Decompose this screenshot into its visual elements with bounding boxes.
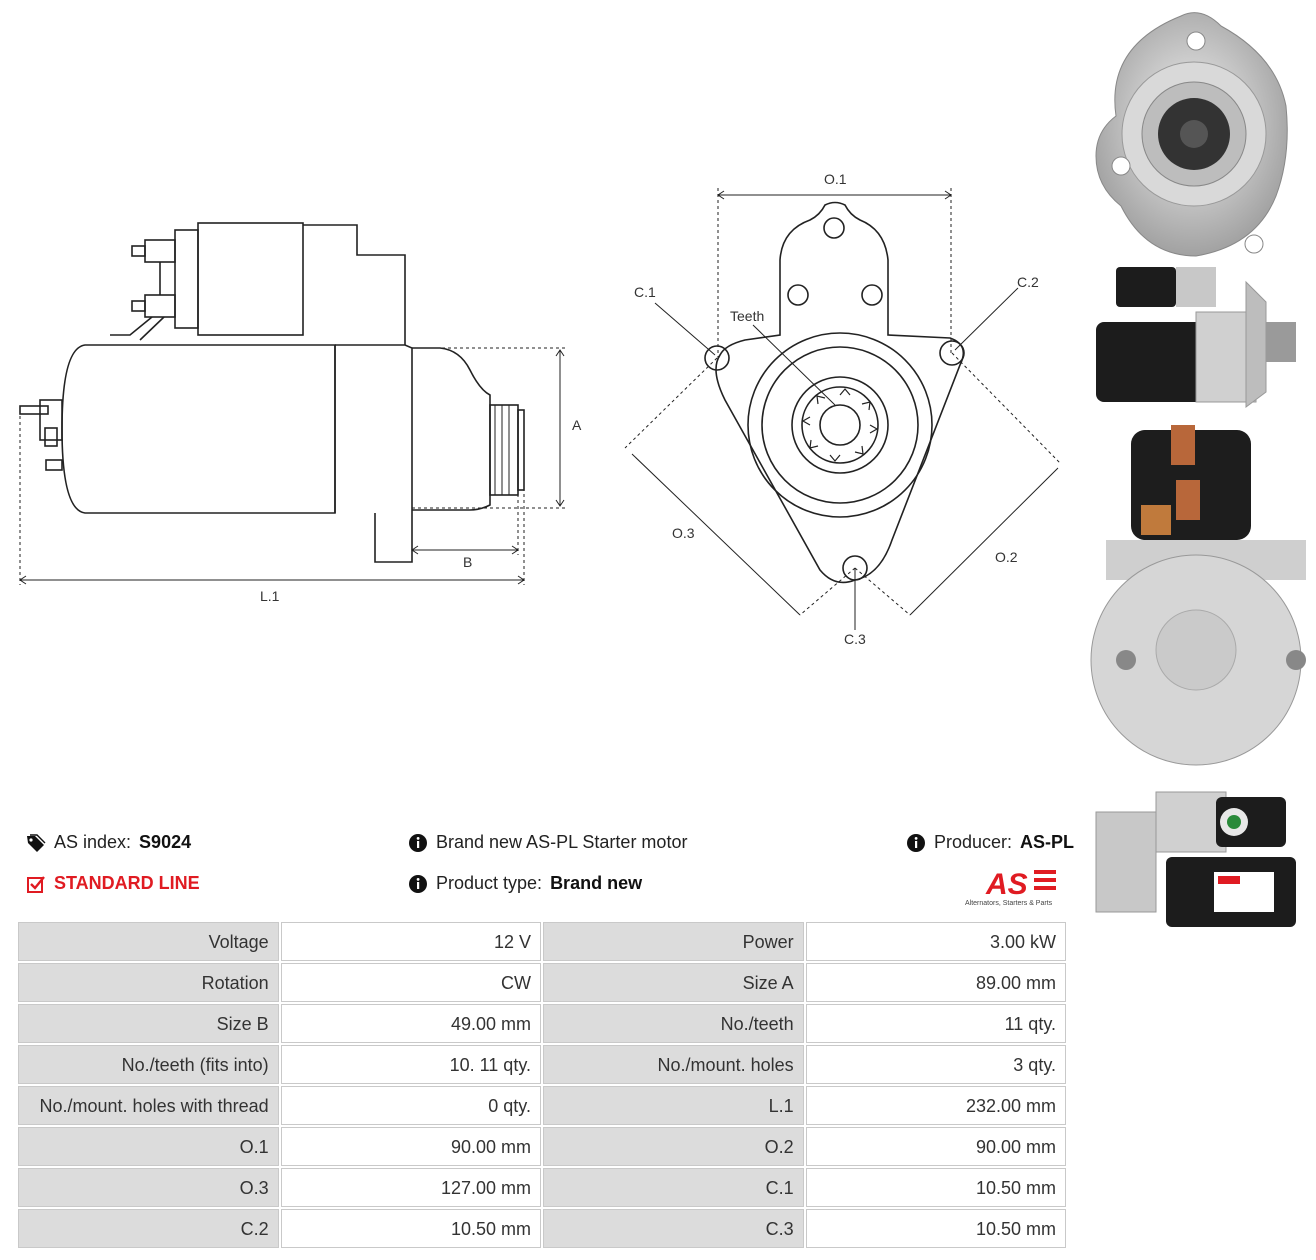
product-type-label: Product type: xyxy=(436,873,543,893)
as-index-value: S9024 xyxy=(139,832,192,852)
table-row: O.1 90.00 mm O.2 90.00 mm xyxy=(18,1127,1066,1166)
product-type: Product type: Brand new xyxy=(408,873,642,894)
spec-value: 3 qty. xyxy=(805,1045,1066,1084)
check-square-icon xyxy=(27,875,45,893)
tag-icon xyxy=(27,833,46,852)
dim-o3-label: O.3 xyxy=(672,525,695,541)
spec-value: 90.00 mm xyxy=(805,1127,1066,1166)
standard-line-label: STANDARD LINE xyxy=(54,873,200,893)
brand-line: Brand new AS-PL Starter motor xyxy=(408,832,687,853)
as-index: AS index: S9024 xyxy=(26,832,191,853)
spec-value: 49.00 mm xyxy=(280,1004,541,1043)
front-view-drawing: O.1 C.1 C.2 Teeth O.3 O.2 C.3 xyxy=(624,171,1061,647)
logo-tagline: Alternators, Starters & Parts xyxy=(965,900,1053,907)
producer: Producer: AS-PL xyxy=(906,832,1074,853)
info-icon xyxy=(409,833,427,852)
dim-a-label: A xyxy=(572,417,582,433)
producer-label: Producer: xyxy=(934,832,1013,852)
spec-value: 89.00 mm xyxy=(805,963,1066,1002)
product-type-value: Brand new xyxy=(550,873,643,893)
spec-key: O.2 xyxy=(542,1127,804,1166)
spec-key: C.1 xyxy=(542,1168,804,1207)
product-photo-rear[interactable] xyxy=(1086,420,1308,780)
dim-l1-label: L.1 xyxy=(260,588,280,604)
spec-key: Size A xyxy=(542,963,804,1002)
table-row: No./mount. holes with thread 0 qty. L.1 … xyxy=(18,1086,1066,1125)
spec-value: 11 qty. xyxy=(805,1004,1066,1043)
spec-value: 90.00 mm xyxy=(280,1127,541,1166)
product-photo-front[interactable] xyxy=(1086,6,1308,264)
table-row: Voltage 12 V Power 3.00 kW xyxy=(18,922,1066,961)
spec-key: No./teeth (fits into) xyxy=(18,1045,279,1084)
teeth-label: Teeth xyxy=(730,308,764,324)
spec-value: 10.50 mm xyxy=(280,1209,541,1248)
table-row: O.3 127.00 mm C.1 10.50 mm xyxy=(18,1168,1066,1207)
spec-value: 12 V xyxy=(280,922,541,961)
spec-key: Size B xyxy=(18,1004,279,1043)
producer-value: AS-PL xyxy=(1020,832,1075,852)
spec-value: 232.00 mm xyxy=(805,1086,1066,1125)
standard-line: STANDARD LINE xyxy=(26,873,200,894)
spec-table: Voltage 12 V Power 3.00 kW Rotation CW S… xyxy=(16,920,1068,1250)
table-row: Rotation CW Size A 89.00 mm xyxy=(18,963,1066,1002)
side-view-drawing: A B L.1 xyxy=(19,222,582,604)
spec-key: Voltage xyxy=(18,922,279,961)
table-row: No./teeth (fits into) 10. 11 qty. No./mo… xyxy=(18,1045,1066,1084)
as-pl-logo: AS Alternators, Starters & Parts xyxy=(965,868,1056,907)
brand-line-text: Brand new AS-PL Starter motor xyxy=(436,832,688,852)
spec-value: 10.50 mm xyxy=(805,1168,1066,1207)
spec-value: 10. 11 qty. xyxy=(280,1045,541,1084)
spec-key: No./mount. holes with thread xyxy=(18,1086,279,1125)
spec-key: O.1 xyxy=(18,1127,279,1166)
dim-c2-label: C.2 xyxy=(1017,274,1039,290)
spec-value: CW xyxy=(280,963,541,1002)
spec-key: L.1 xyxy=(542,1086,804,1125)
as-index-label: AS index: xyxy=(54,832,132,852)
dim-c3-label: C.3 xyxy=(844,631,866,647)
spec-key: C.2 xyxy=(18,1209,279,1248)
dim-o1-label: O.1 xyxy=(824,171,847,187)
dim-c1-label: C.1 xyxy=(634,284,656,300)
spec-value: 127.00 mm xyxy=(280,1168,541,1207)
table-row: C.2 10.50 mm C.3 10.50 mm xyxy=(18,1209,1066,1248)
info-icon xyxy=(409,874,427,893)
dim-o2-label: O.2 xyxy=(995,549,1018,565)
product-photo-label[interactable] xyxy=(1086,782,1308,932)
spec-value: 3.00 kW xyxy=(805,922,1066,961)
logo-text: AS xyxy=(985,868,1028,901)
spec-key: No./mount. holes xyxy=(542,1045,804,1084)
spec-value: 0 qty. xyxy=(280,1086,541,1125)
spec-key: No./teeth xyxy=(542,1004,804,1043)
product-photo-side[interactable] xyxy=(1086,262,1308,412)
info-icon xyxy=(907,833,925,852)
spec-key: O.3 xyxy=(18,1168,279,1207)
spec-value: 10.50 mm xyxy=(805,1209,1066,1248)
spec-key: Rotation xyxy=(18,963,279,1002)
dim-b-label: B xyxy=(463,554,472,570)
spec-key: Power xyxy=(542,922,804,961)
table-row: Size B 49.00 mm No./teeth 11 qty. xyxy=(18,1004,1066,1043)
spec-key: C.3 xyxy=(542,1209,804,1248)
